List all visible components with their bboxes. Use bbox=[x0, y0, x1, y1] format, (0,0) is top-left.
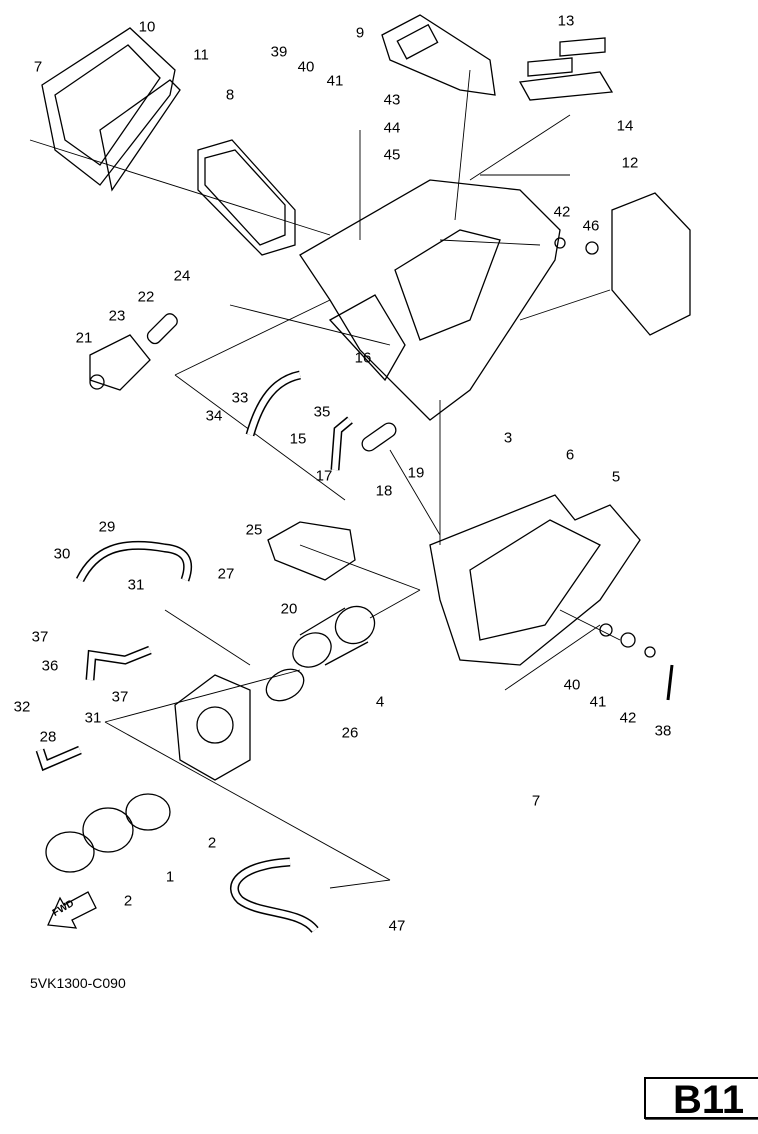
part-label: 33 bbox=[231, 389, 249, 407]
part-label: 23 bbox=[108, 307, 126, 325]
part-label: 34 bbox=[205, 407, 223, 425]
part-42-washer bbox=[554, 237, 566, 249]
part-label: 40 bbox=[563, 676, 581, 694]
part-label: 29 bbox=[98, 518, 116, 536]
part-label: 4 bbox=[375, 693, 385, 711]
part-label: 7 bbox=[33, 58, 43, 76]
part-label: 45 bbox=[383, 146, 401, 164]
part-label: 41 bbox=[589, 693, 607, 711]
part-11-plate bbox=[99, 79, 181, 192]
part-label: 24 bbox=[173, 267, 191, 285]
part-label: 7 bbox=[531, 792, 541, 810]
part-label: 40 bbox=[297, 58, 315, 76]
part-label: 27 bbox=[217, 565, 235, 583]
part-label: 5 bbox=[611, 468, 621, 486]
part-label: 10 bbox=[138, 18, 156, 36]
part-label: 3 bbox=[503, 429, 513, 447]
part-label: 17 bbox=[315, 467, 333, 485]
leader-lines bbox=[29, 69, 621, 889]
part-label: 32 bbox=[13, 698, 31, 716]
part-41-grommet bbox=[620, 632, 636, 648]
part-38-bolt bbox=[666, 664, 674, 701]
part-label: 28 bbox=[39, 728, 57, 746]
part-label: 38 bbox=[654, 722, 672, 740]
part-label: 8 bbox=[225, 86, 235, 104]
section-id-box: B11 bbox=[644, 1077, 758, 1119]
part-label: 20 bbox=[280, 600, 298, 618]
part-label: 41 bbox=[326, 72, 344, 90]
part-12-plate bbox=[611, 192, 691, 336]
part-9-duct bbox=[381, 14, 496, 96]
part-label: 6 bbox=[565, 446, 575, 464]
part-label: 43 bbox=[383, 91, 401, 109]
part-label: 22 bbox=[137, 288, 155, 306]
part-42-washer bbox=[644, 646, 656, 658]
part-3-airbox bbox=[299, 179, 561, 421]
part-4-joint bbox=[292, 605, 376, 668]
part-25-box bbox=[267, 521, 356, 581]
part-label: 2 bbox=[123, 892, 133, 910]
part-6-cover bbox=[429, 494, 641, 666]
part-label: 42 bbox=[619, 709, 637, 727]
part-label: 15 bbox=[289, 430, 307, 448]
fwd-arrow bbox=[47, 891, 97, 929]
part-label: 18 bbox=[375, 482, 393, 500]
part-label: 39 bbox=[270, 43, 288, 61]
part-label: 14 bbox=[616, 117, 634, 135]
part-label: 9 bbox=[355, 24, 365, 42]
part-8-filter bbox=[197, 139, 296, 256]
part-label: 26 bbox=[341, 724, 359, 742]
part-label: 11 bbox=[193, 46, 209, 64]
part-13-pad bbox=[527, 57, 573, 77]
part-13-pad bbox=[559, 37, 606, 57]
part-2-clamp bbox=[125, 793, 171, 831]
part-label: 35 bbox=[313, 403, 331, 421]
throttle-body bbox=[174, 674, 251, 781]
part-26-clamp bbox=[265, 668, 305, 702]
part-label: 2 bbox=[207, 834, 217, 852]
part-label: 46 bbox=[582, 217, 600, 235]
diagram-code: 5VK1300-C090 bbox=[30, 975, 126, 991]
part-label: 44 bbox=[383, 119, 401, 137]
part-label: 21 bbox=[75, 329, 93, 347]
part-label: 37 bbox=[111, 688, 129, 706]
part-40-washer bbox=[599, 623, 613, 637]
part-22-hose bbox=[146, 313, 178, 345]
part-14-sheet bbox=[518, 71, 614, 101]
part-10-cover bbox=[41, 27, 176, 186]
part-1-joint bbox=[82, 807, 134, 853]
part-label: 25 bbox=[245, 521, 263, 539]
part-label: 13 bbox=[557, 12, 575, 30]
part-label: 30 bbox=[53, 545, 71, 563]
part-label: 31 bbox=[84, 709, 102, 727]
part-18-hose bbox=[361, 422, 397, 452]
part-21-valve bbox=[89, 334, 151, 391]
part-label: 37 bbox=[31, 628, 49, 646]
part-label: 36 bbox=[41, 657, 59, 675]
part-label: 31 bbox=[127, 576, 145, 594]
part-label: 12 bbox=[621, 154, 639, 172]
part-label: 1 bbox=[165, 868, 175, 886]
part-2-clamp bbox=[45, 831, 95, 873]
part-label: 47 bbox=[388, 917, 406, 935]
part-label: 19 bbox=[407, 464, 425, 482]
part-label: 16 bbox=[354, 349, 372, 367]
part-label: 42 bbox=[553, 203, 571, 221]
part-46-nut bbox=[585, 241, 599, 255]
